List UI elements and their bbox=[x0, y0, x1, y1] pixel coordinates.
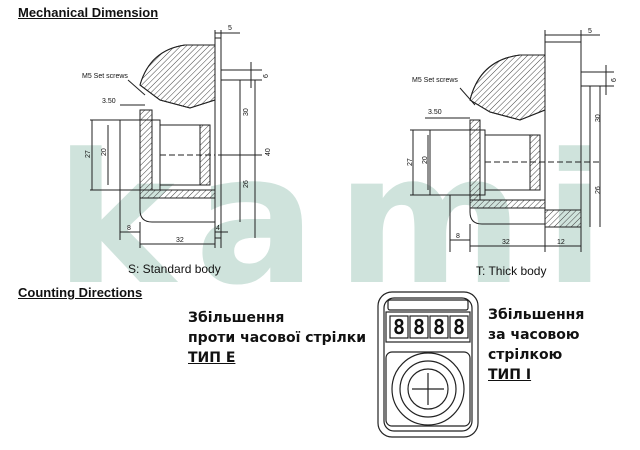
direction-i-line2: за часовою bbox=[488, 327, 580, 343]
std-dim-top: 5 bbox=[228, 25, 232, 32]
thk-dim-top: 5 bbox=[588, 28, 592, 35]
thk-dim-width: 32 bbox=[502, 239, 510, 246]
std-dim-lower: 26 bbox=[243, 180, 250, 188]
thk-dim-left: 8 bbox=[456, 233, 460, 240]
counter-digit-3: 8 bbox=[433, 315, 445, 339]
standard-body-drawing bbox=[90, 30, 262, 248]
std-dim-offset-val: 3.50 bbox=[102, 98, 116, 105]
direction-e-line2: проти часової стрілки bbox=[188, 330, 367, 346]
digit-window-2 bbox=[409, 315, 429, 339]
std-dim-shaft: 6 bbox=[263, 74, 270, 78]
std-dim-outer-dia: 27 bbox=[85, 150, 92, 158]
std-set-screw-label: M5 Set screws bbox=[82, 73, 128, 80]
digit-window-4 bbox=[449, 315, 469, 339]
counter-digits: 8 8 8 8 bbox=[393, 315, 465, 339]
thk-dim-shaft: 6 bbox=[611, 78, 618, 82]
thk-dim-offset: 3.50 bbox=[428, 109, 442, 116]
thk-dim-outer-dia: 27 bbox=[407, 158, 414, 166]
thk-dim-upper: 30 bbox=[595, 114, 602, 122]
counter-digit-2: 8 bbox=[413, 315, 425, 339]
thick-body-caption: T: Thick body bbox=[476, 264, 547, 278]
digit-window-1 bbox=[389, 315, 409, 339]
counter-digit-4: 8 bbox=[453, 315, 465, 339]
counter-illustration bbox=[377, 291, 479, 438]
direction-e-line1: Збільшення bbox=[188, 310, 285, 326]
thk-set-screw-label: M5 Set screws bbox=[412, 77, 458, 84]
thick-body-drawing bbox=[410, 30, 614, 252]
counter-digit-1: 8 bbox=[393, 315, 405, 339]
thk-dim-lower: 26 bbox=[595, 186, 602, 194]
direction-i-text: Збільшення за часовою стрілкою ТИП І bbox=[488, 305, 584, 385]
standard-body-caption: S: Standard body bbox=[128, 262, 221, 276]
std-dim-inner-dia: 20 bbox=[101, 148, 108, 156]
standard-body-dimensions: 5 6 M5 Set screws 3.50 27 20 30 40 26 8 … bbox=[82, 25, 272, 244]
direction-i-line3: стрілкою bbox=[488, 347, 563, 363]
mechanical-dimension-heading: Mechanical Dimension bbox=[18, 5, 159, 20]
direction-i-type: ТИП І bbox=[488, 367, 532, 383]
std-dim-body-dia: 40 bbox=[265, 148, 272, 156]
std-dim-left: 8 bbox=[127, 225, 131, 232]
std-dim-upper: 30 bbox=[243, 108, 250, 116]
thick-body-dimensions: 5 6 M5 Set screws 3.50 27 20 30 26 8 32 … bbox=[407, 28, 618, 246]
direction-e-type: ТИП Е bbox=[188, 350, 236, 366]
direction-i-line1: Збільшення bbox=[488, 307, 585, 323]
thk-dim-right: 12 bbox=[557, 239, 565, 246]
digit-window-3 bbox=[429, 315, 449, 339]
std-dim-width: 32 bbox=[176, 237, 184, 244]
counting-directions-heading: Counting Directions bbox=[18, 285, 143, 300]
thk-dim-inner-dia: 20 bbox=[422, 156, 429, 164]
std-dim-right: 4 bbox=[216, 225, 220, 232]
direction-e-text: Збільшення проти часової стрілки ТИП Е bbox=[188, 308, 366, 368]
